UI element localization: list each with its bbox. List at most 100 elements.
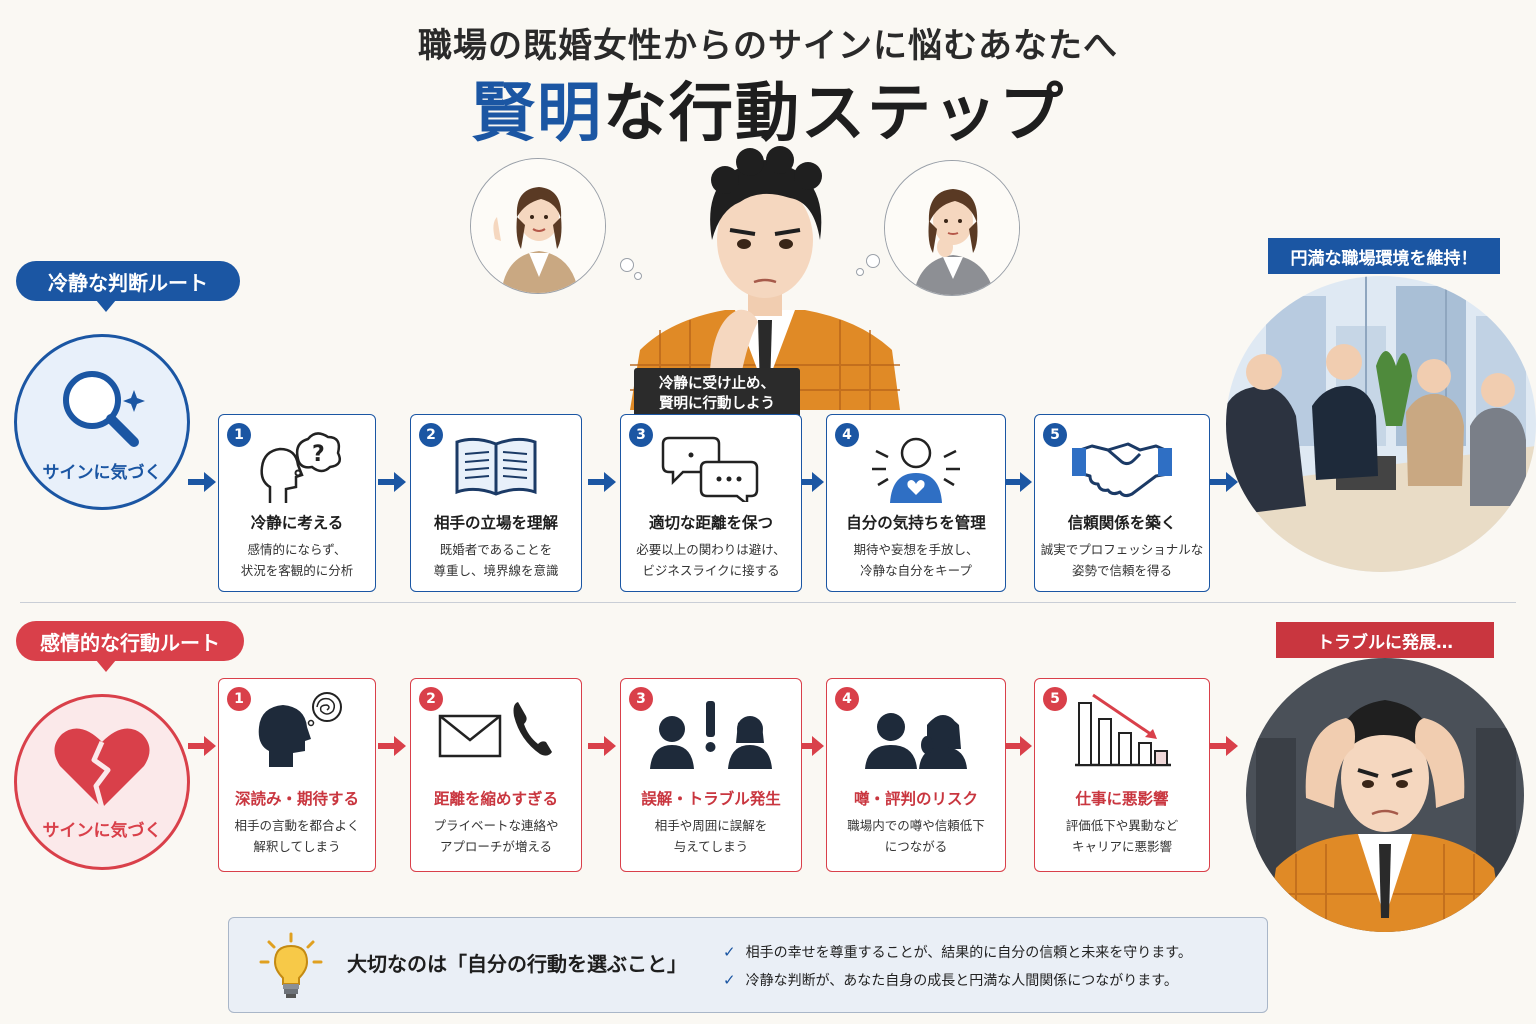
page-subtitle: 職場の既婚女性からのサインに悩むあなたへ (418, 26, 1118, 66)
tip-title: 大切なのは「自分の行動を選ぶこと」 (347, 952, 687, 976)
troubled-man-illustration (1246, 658, 1524, 932)
calm-start-label: サインに気づく (42, 462, 162, 483)
conflict-icon (650, 701, 772, 769)
step-desc-line: 解釈してしまう (253, 839, 341, 854)
emotional-route-label: 感情的な行動ルート (40, 630, 220, 655)
step-number: 1 (227, 687, 251, 711)
title-rest: な行動ステップ (603, 77, 1065, 151)
calm-step-card: 2 相手の立場を理解 既婚者であることを 尊重し、境界線を意識 (410, 414, 582, 592)
calm-result-badge: 円満な職場環境を維持！ (1268, 238, 1500, 274)
route-divider (20, 602, 1516, 603)
thought-dot (634, 272, 642, 280)
emotional-start-label: サインに気づく (42, 820, 162, 841)
emotional-badge-pointer (96, 660, 116, 672)
person-heart-icon (872, 437, 960, 503)
emotional-route-badge: 感情的な行動ルート (16, 621, 244, 661)
step-title: 相手の立場を理解 (433, 514, 558, 532)
broken-heart-icon (54, 728, 150, 809)
thought-dot (856, 268, 864, 276)
step-number: 2 (419, 687, 443, 711)
step-title: 深読み・期待する (234, 790, 359, 808)
gossip-icon (865, 713, 967, 769)
step-desc-line: アプローチが増える (439, 839, 553, 854)
arrow-right-icon (588, 472, 616, 492)
office-meeting-illustration (1226, 276, 1536, 572)
calm-badge-pointer (96, 300, 116, 312)
arrow-right-icon (796, 472, 824, 492)
step-desc-line: キャリアに悪影響 (1071, 839, 1172, 854)
calm-step-card: 3 適切な距離を保つ 必要以上の関わりは避け、 ビジネスライクに接する (620, 414, 802, 592)
thinking-head-icon: ? (260, 432, 341, 503)
tip-item: ✓ 相手の幸せを尊重することが、結果的に自分の信頼と未来を守ります。 (723, 942, 1192, 962)
step-title: 適切な距離を保つ (648, 514, 773, 532)
step-title: 信頼関係を築く (1067, 514, 1177, 532)
tip-item-text: 相手の幸せを尊重することが、結果的に自分の信頼と未来を守ります。 (745, 945, 1192, 961)
calm-route-label: 冷静な判断ルート (48, 270, 208, 295)
step-description: 感情的にならず、 状況を客観的に分析 (223, 539, 371, 581)
emotional-step-card: 2 距離を縮めすぎる プライベートな連絡や アプローチが増える (410, 678, 582, 872)
step-desc-line: 期待や妄想を手放し、 (853, 542, 979, 557)
calm-result-label: 円満な職場環境を維持！ (1290, 248, 1478, 269)
magnifier-icon (63, 370, 145, 447)
emotional-step-card: 4 噂・評判のリスク 職場内での噂や信頼低下 につながる (826, 678, 1006, 872)
check-icon: ✓ (723, 943, 736, 961)
step-number: 1 (227, 423, 251, 447)
step-desc-line: 冷静な自分をキープ (860, 563, 972, 578)
tip-box: 大切なのは「自分の行動を選ぶこと」 ✓ 相手の幸せを尊重することが、結果的に自分… (228, 917, 1268, 1013)
step-description: 期待や妄想を手放し、 冷静な自分をキープ (831, 539, 1001, 581)
woman-waving-illustration (471, 159, 605, 293)
step-description: 相手や周囲に誤解を 与えてしまう (625, 815, 797, 857)
step-number: 3 (629, 423, 653, 447)
open-book-icon (455, 437, 537, 496)
declining-chart-icon (1075, 693, 1171, 767)
emotional-start-circle: サインに気づく (14, 694, 190, 870)
step-desc-line: につながる (884, 839, 948, 854)
arrow-right-icon (1004, 736, 1032, 756)
arrow-right-icon (188, 736, 216, 756)
chat-bubbles-icon (661, 436, 759, 502)
caption-line-1: 冷静に受け止め、 (659, 376, 775, 392)
step-desc-line: 与えてしまう (673, 839, 749, 854)
step-description: 誠実でプロフェッショナルな 姿勢で信頼を得る (1039, 539, 1205, 581)
handshake-icon (1072, 442, 1172, 498)
step-number: 4 (835, 423, 859, 447)
tip-item-text: 冷静な判断が、あなた自身の成長と円満な人間関係につながります。 (745, 973, 1178, 989)
thought-bubble-right (884, 160, 1020, 296)
step-desc-line: 状況を客観的に分析 (240, 563, 354, 578)
step-desc-line: 誠実でプロフェッショナルな (1040, 542, 1204, 557)
arrow-right-icon (796, 736, 824, 756)
calm-route-badge: 冷静な判断ルート (16, 261, 240, 301)
step-desc-line: 感情的にならず、 (247, 542, 347, 557)
step-desc-line: 評価低下や異動など (1065, 818, 1179, 833)
emotional-step-card: 5 仕事に悪影響 評価低下や異動など キャリアに悪影響 (1034, 678, 1210, 872)
step-number: 5 (1043, 687, 1067, 711)
woman-thinking-illustration (885, 161, 1019, 295)
step-title: 冷静に考える (250, 514, 344, 532)
step-desc-line: 姿勢で信頼を得る (1071, 563, 1172, 578)
step-title: 仕事に悪影響 (1075, 790, 1169, 808)
emotional-step-card: 1 深読み・期待する 相手の言動を都合よく 解釈してしまう (218, 678, 376, 872)
thought-dot (620, 258, 634, 272)
calm-step-card: 5 信頼関係を築く 誠実でプロフェッショナルな 姿勢で信頼を得る (1034, 414, 1210, 592)
arrow-right-icon (378, 736, 406, 756)
calm-step-card: 1 ? 冷静に考える 感情的にならず、 状況を客観的に分析 (218, 414, 376, 592)
thought-dot (866, 254, 880, 268)
check-icon: ✓ (723, 971, 736, 989)
emotional-result-label: トラブルに発展… (1317, 632, 1453, 653)
overthinking-head-icon (258, 692, 342, 767)
step-description: 職場内での噂や信頼低下 につながる (831, 815, 1001, 857)
arrow-right-icon (378, 472, 406, 492)
step-desc-line: 相手の言動を都合よく (234, 818, 360, 833)
step-title: 自分の気持ちを管理 (846, 514, 986, 532)
step-description: 評価低下や異動など キャリアに悪影響 (1039, 815, 1205, 857)
step-description: 必要以上の関わりは避け、 ビジネスライクに接する (625, 539, 797, 581)
step-number: 2 (419, 423, 443, 447)
step-number: 5 (1043, 423, 1067, 447)
step-desc-line: 職場内での噂や信頼低下 (847, 818, 985, 833)
mail-phone-icon (438, 702, 552, 758)
caption-line-2: 賢明に行動しよう (659, 396, 775, 412)
lightbulb-icon (259, 932, 323, 998)
arrow-right-icon (588, 736, 616, 756)
step-title: 距離を縮めすぎる (433, 790, 558, 808)
step-number: 3 (629, 687, 653, 711)
